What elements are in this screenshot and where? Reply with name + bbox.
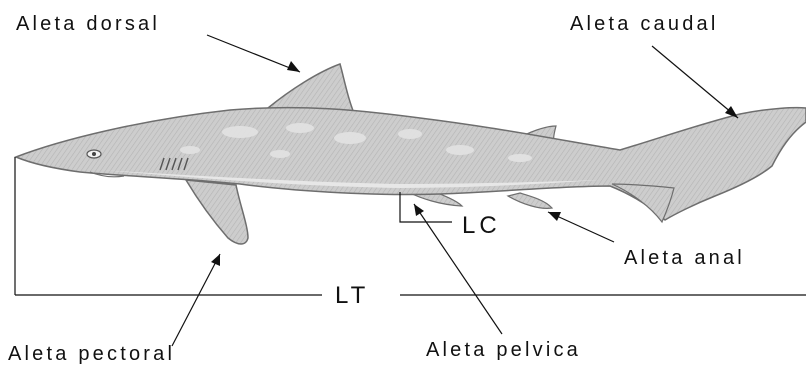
- pectoral-fin: [186, 180, 248, 244]
- dorsal-arrowhead: [287, 61, 300, 72]
- label-aleta-anal: Aleta anal: [624, 248, 745, 268]
- label-lc: LC: [462, 214, 501, 238]
- shark-illustration: [16, 64, 806, 244]
- dorsal-arrow: [207, 35, 300, 72]
- anal-fin: [508, 193, 552, 208]
- pectoral-arrow: [172, 254, 220, 346]
- label-aleta-dorsal: Aleta dorsal: [16, 14, 160, 34]
- pectoral-arrowhead: [211, 254, 220, 266]
- pelvica-arrowhead: [414, 204, 424, 216]
- shark-body: [16, 108, 806, 220]
- label-aleta-pectoral: Aleta pectoral: [8, 344, 175, 364]
- shark-pupil: [92, 152, 96, 156]
- label-aleta-caudal: Aleta caudal: [570, 14, 718, 34]
- caudal-arrow: [652, 46, 738, 118]
- label-lt: LT: [335, 284, 369, 308]
- label-aleta-pelvica: Aleta pelvica: [426, 340, 581, 360]
